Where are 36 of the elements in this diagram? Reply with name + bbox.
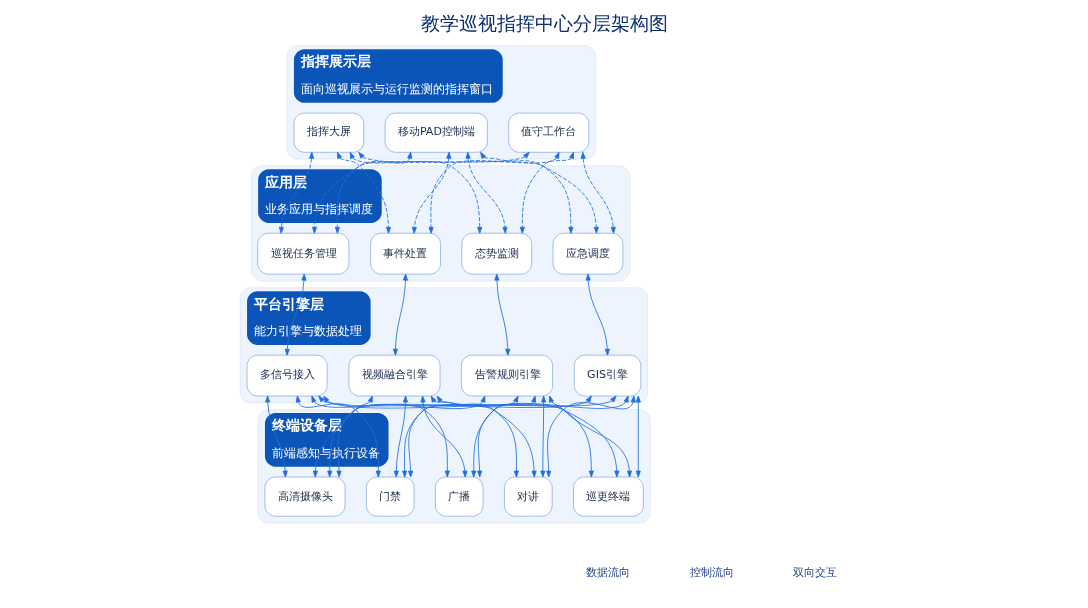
arrow	[430, 395, 537, 478]
arrow	[493, 273, 510, 356]
diagram-title: 教学巡视指挥中心分层架构图	[420, 13, 668, 35]
arrow	[519, 151, 574, 234]
arrow	[635, 395, 641, 478]
arrow	[349, 151, 482, 234]
legend-label: 双向交互	[792, 566, 837, 580]
arrow	[476, 395, 629, 478]
arrow	[284, 273, 306, 356]
arrow	[585, 273, 610, 356]
arrow	[312, 395, 373, 478]
arrow	[470, 395, 536, 478]
arrow	[580, 151, 616, 234]
arrow	[264, 395, 288, 478]
arrow	[311, 151, 412, 234]
arrow	[310, 395, 450, 478]
arrow	[295, 395, 381, 478]
arrow	[334, 151, 530, 234]
arrow	[278, 151, 314, 234]
arrow	[407, 395, 616, 478]
arrow	[411, 151, 451, 234]
arrow	[436, 395, 619, 478]
arrow	[392, 273, 408, 356]
arrow	[326, 395, 485, 478]
arrow	[465, 151, 507, 234]
arrow	[393, 395, 408, 478]
arrow	[336, 151, 391, 234]
arrow	[317, 395, 519, 478]
arrow	[419, 395, 467, 478]
arrow	[401, 395, 518, 478]
arrow	[428, 151, 559, 234]
legend-label: 控制流向	[689, 566, 734, 580]
arrow	[357, 151, 573, 234]
arrow	[539, 395, 546, 478]
arrow	[479, 151, 599, 234]
legend-label: 数据流向	[585, 566, 630, 580]
